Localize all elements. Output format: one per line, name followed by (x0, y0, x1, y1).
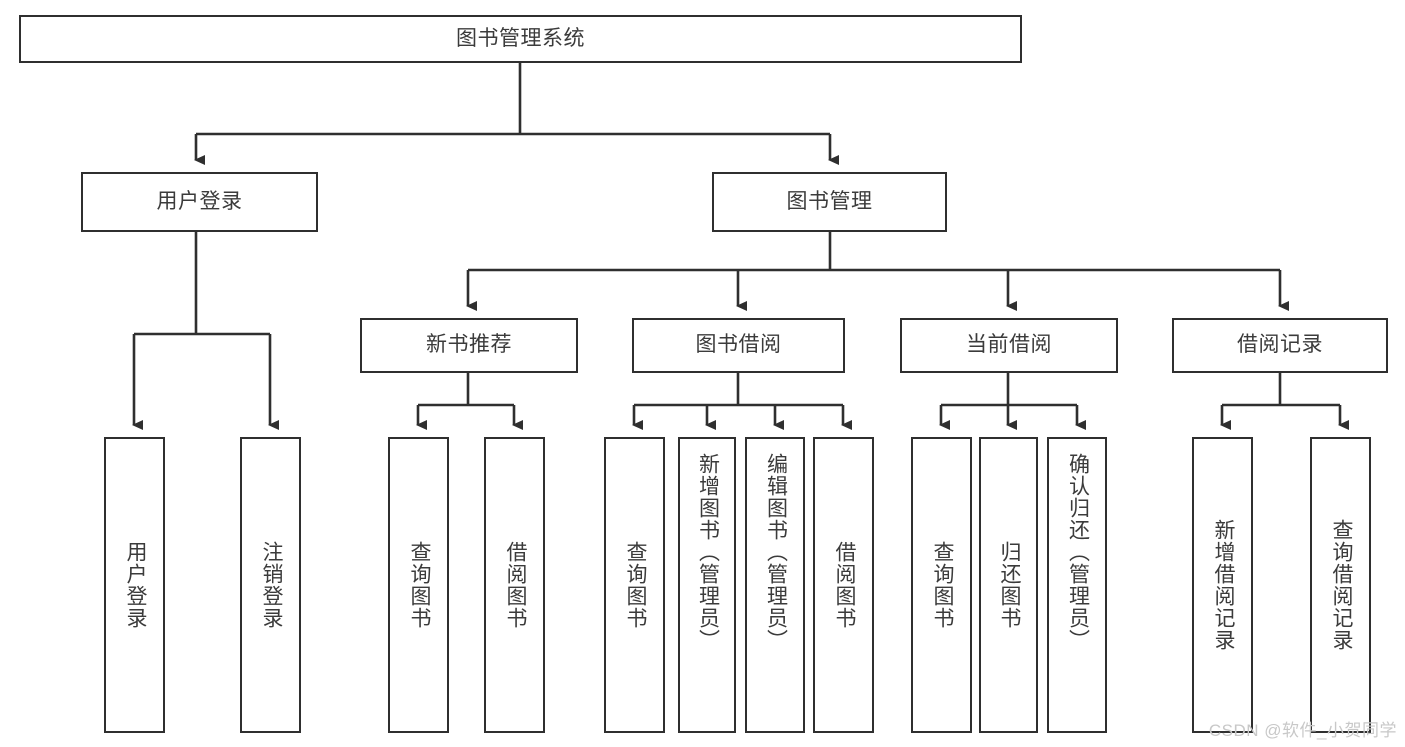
node-borrow-record[interactable]: 借阅记录 (1172, 318, 1388, 373)
node-leaf-query-record-label: 查询借阅记录 (1329, 519, 1353, 651)
node-user-login[interactable]: 用户登录 (81, 172, 318, 232)
node-leaf-return-book[interactable]: 归还图书 (979, 437, 1038, 733)
node-leaf-query-book-3[interactable]: 查询图书 (911, 437, 972, 733)
node-leaf-query-book-1-label: 查询图书 (407, 541, 431, 629)
node-book-manage[interactable]: 图书管理 (712, 172, 947, 232)
node-leaf-logout-login[interactable]: 注销登录 (240, 437, 301, 733)
node-current-borrow[interactable]: 当前借阅 (900, 318, 1118, 373)
node-new-book-recommend-label: 新书推荐 (426, 333, 512, 357)
node-leaf-query-book-2[interactable]: 查询图书 (604, 437, 665, 733)
node-leaf-edit-book-label: 编辑图书（管理员） (764, 453, 788, 651)
csdn-watermark: CSDN @软件_小贺同学 (1208, 721, 1397, 740)
node-leaf-confirm-return[interactable]: 确认归还（管理员） (1047, 437, 1107, 733)
node-leaf-borrow-book-1-label: 借阅图书 (503, 541, 527, 629)
node-new-book-recommend[interactable]: 新书推荐 (360, 318, 578, 373)
node-leaf-query-record[interactable]: 查询借阅记录 (1310, 437, 1371, 733)
node-leaf-add-book[interactable]: 新增图书（管理员） (678, 437, 736, 733)
node-leaf-confirm-return-label: 确认归还（管理员） (1066, 453, 1090, 651)
node-leaf-borrow-book-2[interactable]: 借阅图书 (813, 437, 874, 733)
node-leaf-add-record[interactable]: 新增借阅记录 (1192, 437, 1253, 733)
node-leaf-edit-book[interactable]: 编辑图书（管理员） (745, 437, 805, 733)
node-leaf-add-book-label: 新增图书（管理员） (696, 453, 720, 651)
node-leaf-query-book-3-label: 查询图书 (930, 541, 954, 629)
node-leaf-query-book-1[interactable]: 查询图书 (388, 437, 449, 733)
node-leaf-logout-login-label: 注销登录 (259, 541, 283, 629)
node-leaf-user-login[interactable]: 用户登录 (104, 437, 165, 733)
node-book-borrow-label: 图书借阅 (695, 333, 782, 357)
node-leaf-return-book-label: 归还图书 (997, 541, 1021, 629)
node-leaf-query-book-2-label: 查询图书 (623, 541, 647, 629)
node-leaf-borrow-book-2-label: 借阅图书 (832, 541, 856, 629)
node-borrow-record-label: 借阅记录 (1237, 333, 1323, 357)
node-book-manage-label: 图书管理 (786, 189, 873, 213)
node-current-borrow-label: 当前借阅 (966, 333, 1052, 357)
node-leaf-user-login-label: 用户登录 (123, 541, 147, 629)
node-leaf-borrow-book-1[interactable]: 借阅图书 (484, 437, 545, 733)
node-user-login-label: 用户登录 (156, 189, 243, 213)
node-book-borrow[interactable]: 图书借阅 (632, 318, 845, 373)
node-root-label: 图书管理系统 (456, 26, 585, 50)
node-leaf-add-record-label: 新增借阅记录 (1211, 519, 1235, 651)
node-root[interactable]: 图书管理系统 (19, 15, 1022, 63)
